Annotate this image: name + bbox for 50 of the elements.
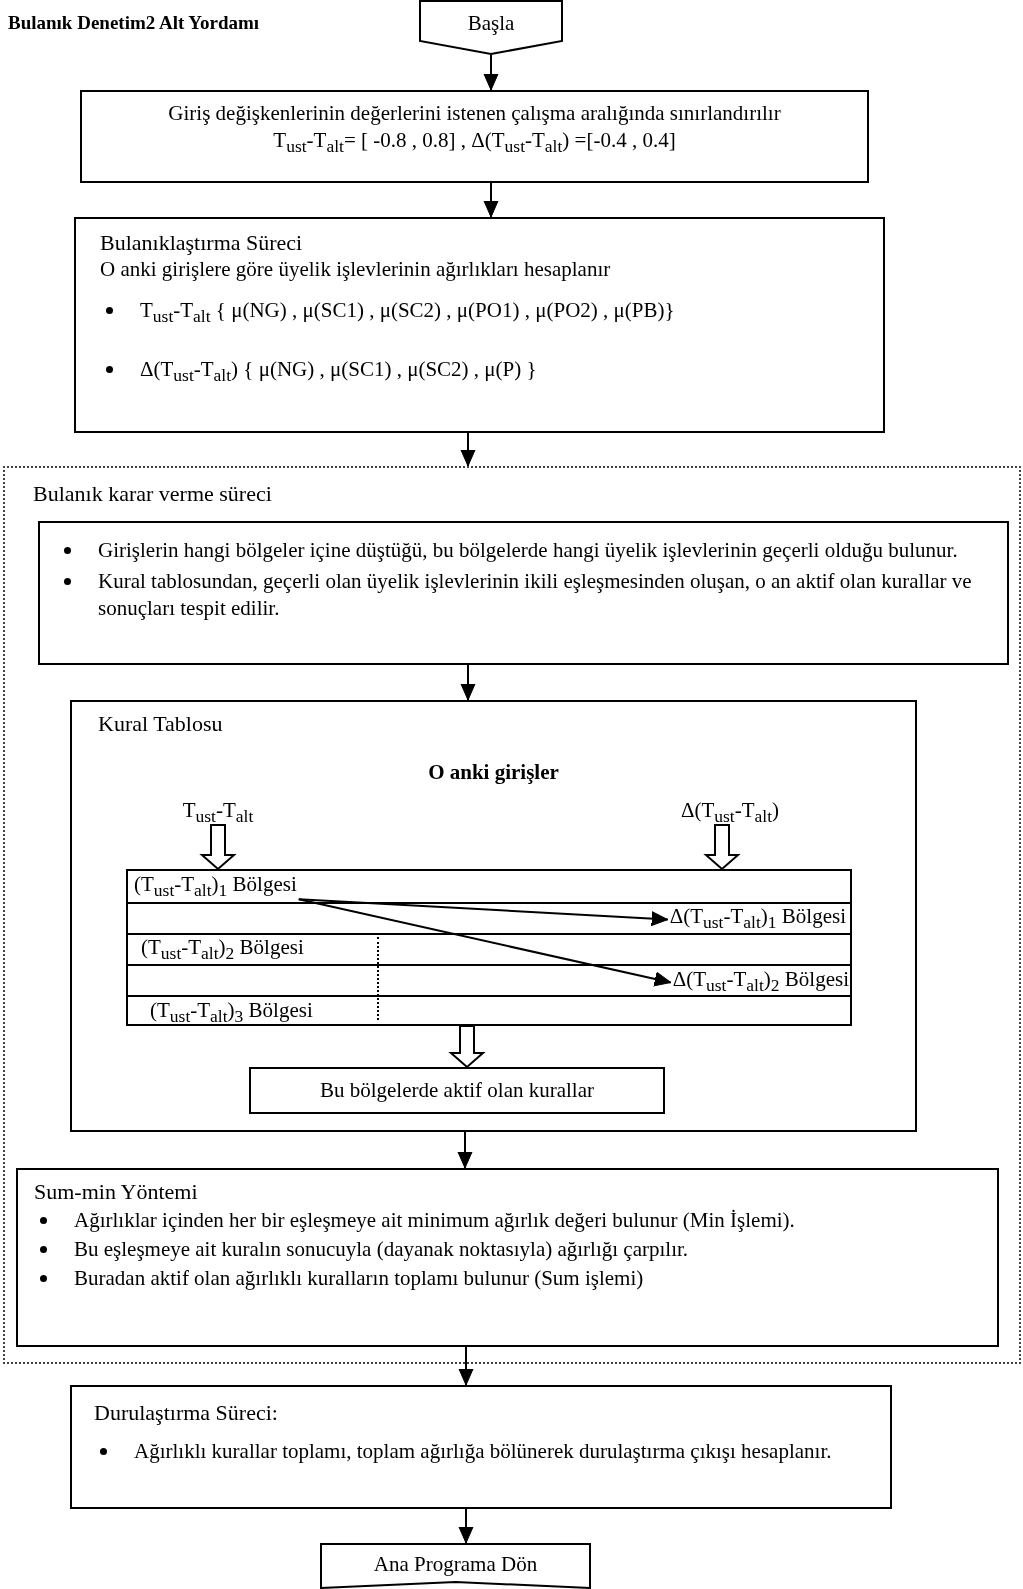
list-item: Δ(T$_{ust}$-T$_{alt}$) { μ(NG) , μ(SC1) , μ(SC2) , μ(P) }: [100, 356, 871, 390]
region-label: (T$_{ust}$-T$_{alt}$)$_{3}$ Bölgesi: [150, 997, 313, 1031]
heading: Bulanık karar verme süreci: [33, 480, 273, 507]
process-box: [70, 1385, 892, 1509]
region-label: Δ(T$_{ust}$-T$_{alt}$)$_{1}$ Bölgesi: [669, 903, 846, 937]
arrow: [297, 898, 669, 927]
rule-table: [126, 869, 852, 1026]
body-text: Ana Programa Dön: [372, 1551, 539, 1578]
list-item: Kural tablosundan, geçerli olan üyelik işlevlerinin ikili eşleşmesinden oluşan, o an aktif olan kurallar ve sonuçları tespit edilir.: [58, 568, 987, 622]
process-box: [80, 90, 869, 183]
block-arrow: [448, 1025, 486, 1069]
heading: Sum-min Yöntemi: [34, 1178, 199, 1205]
heading: Durulaştırma Süreci:: [94, 1399, 279, 1426]
return-terminal: [320, 1543, 591, 1589]
start-terminal: [419, 0, 563, 55]
region-label: (T$_{ust}$-T$_{alt}$)$_{1}$ Bölgesi: [134, 871, 297, 905]
arrow: [460, 432, 476, 467]
body-text: Giriş değişkenlerinin değerlerini istenen çalışma aralığında sınırlandırılır: [167, 100, 782, 127]
heading: Bulanıklaştırma Süreci: [100, 229, 304, 256]
diagram-title: Bulanık Denetim2 Alt Yordamı: [8, 12, 260, 34]
arrow: [458, 1508, 474, 1544]
process-box: [38, 521, 1009, 665]
dotted-group-frame: [3, 466, 1021, 1364]
list-item: Ağırlıklar içinden her bir eşleşmeye ait minimum ağırlık değeri bulunur (Min İşlemi).: [34, 1207, 977, 1234]
input-label: Δ(T$_{ust}$-T$_{alt}$): [640, 797, 820, 825]
process-box: [74, 217, 885, 433]
arrow: [458, 1346, 474, 1386]
heading: O anki girişler: [427, 759, 560, 786]
list-item: Bu eşleşmeye ait kuralın sonucuyla (dayanak noktasıyla) ağırlığı çarpılır.: [34, 1236, 977, 1263]
region-label: (T$_{ust}$-T$_{alt}$)$_{2}$ Bölgesi: [141, 934, 304, 968]
input-label: T$_{ust}$-T$_{alt}$: [150, 797, 286, 825]
arrow: [457, 1131, 473, 1169]
body-text: Bu bölgelerde aktif olan kurallar: [318, 1077, 596, 1104]
block-arrow: [199, 824, 237, 871]
arrow: [297, 898, 672, 987]
list-item: Ağırlıklı kurallar toplamı, toplam ağırlığa bölünerek durulaştırma çıkışı hesaplanır.: [94, 1438, 862, 1465]
arrow: [460, 664, 476, 701]
list-item: Buradan aktif olan ağırlıklı kuralların toplamı bulunur (Sum işlemi): [34, 1265, 977, 1292]
body-text: Başla: [466, 10, 516, 37]
process-box: [249, 1067, 665, 1114]
arrow: [483, 54, 499, 91]
process-box: [16, 1168, 999, 1347]
body-text: O anki girişlere göre üyelik işlevlerinin ağırlıkları hesaplanır: [100, 256, 612, 283]
list-item: Girişlerin hangi bölgeler içine düştüğü, bu bölgelerde hangi üyelik işlevlerinin geçerli olduğu bulunur.: [58, 537, 987, 564]
list-item: T$_{ust}$-T$_{alt}$ { μ(NG) , μ(SC1) , μ(SC2) , μ(PO1) , μ(PO2) , μ(PB)}: [100, 297, 871, 331]
arrow: [483, 182, 499, 218]
region-label: Δ(T$_{ust}$-T$_{alt}$)$_{2}$ Bölgesi: [672, 966, 849, 1000]
body-text: T$_{ust}$-T$_{alt}$= [ -0.8 , 0.8] , Δ(T$_{ust}$-T$_{alt}$) =[-0.4 , 0.4]: [272, 127, 677, 159]
heading: Kural Tablosu: [98, 710, 224, 737]
block-arrow: [703, 824, 741, 871]
